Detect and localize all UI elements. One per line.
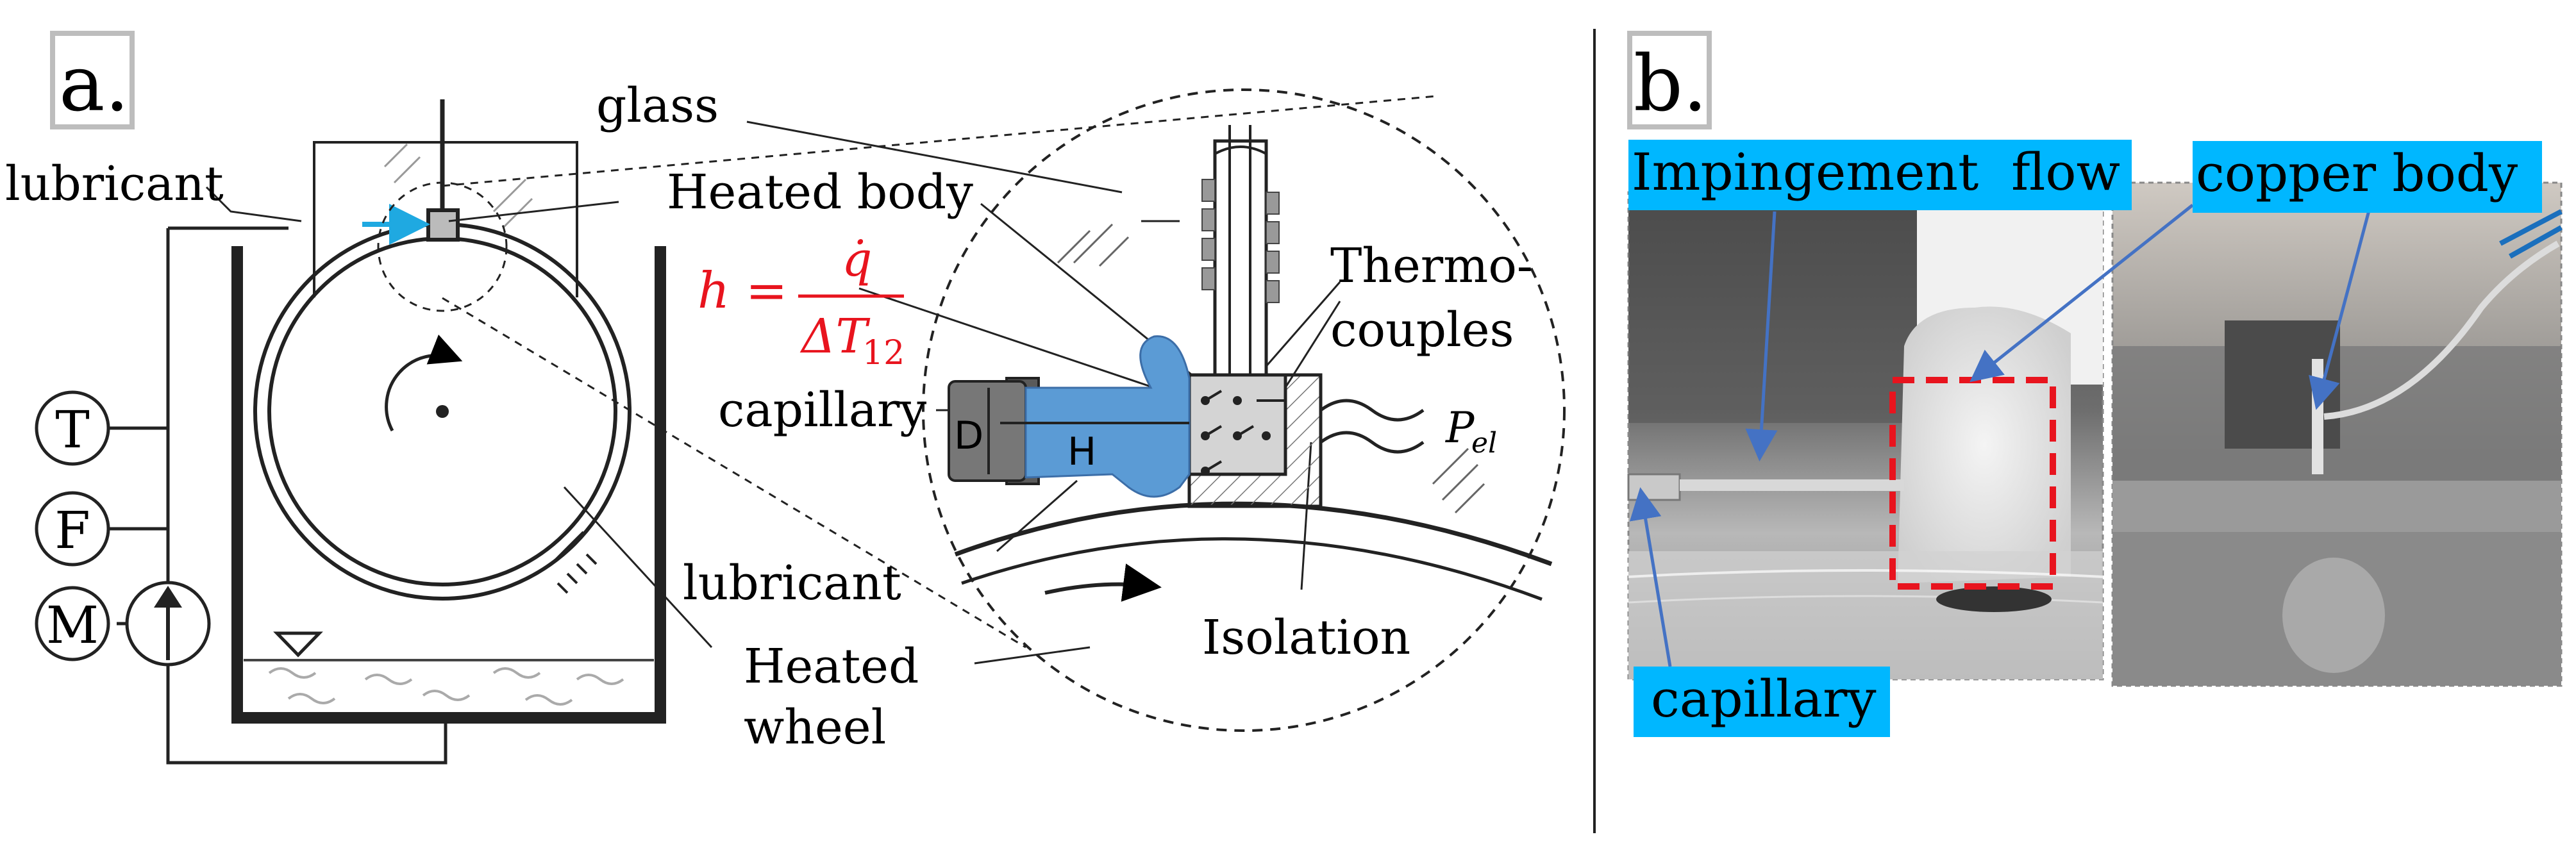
panel-a-label: a. <box>59 40 130 129</box>
panel-b-label: b. <box>1634 40 1707 129</box>
pump-icon <box>125 581 211 667</box>
svg-text:F: F <box>54 501 90 560</box>
svg-text:capillary: capillary <box>1651 669 1877 729</box>
svg-text:Impingement flow: Impingement flow <box>1632 142 2120 202</box>
heated-body-small <box>426 208 460 242</box>
capillary-detail <box>948 335 1191 498</box>
label-power: P el <box>1445 403 1497 460</box>
rotation-arrow-icon <box>385 335 463 432</box>
thermocouple-stack <box>1201 125 1280 380</box>
circuit <box>103 226 447 765</box>
label-capillary-a: capillary <box>718 383 926 438</box>
panel-b-label-box <box>1627 31 1712 129</box>
photo-impingement <box>1627 191 2104 681</box>
label-glass: glass <box>596 78 719 133</box>
svg-text:el: el <box>1471 427 1497 460</box>
label-dim-h: H <box>1067 429 1096 474</box>
label-capillary-b: capillary <box>1634 667 1890 737</box>
label-heated-2: wheel <box>744 700 886 755</box>
tank <box>231 246 666 724</box>
glass-enclosure <box>313 99 578 297</box>
panel-b: b. <box>1627 31 2563 737</box>
lubricant-jet <box>1025 335 1191 498</box>
detail-view <box>922 88 1566 732</box>
svg-text:P: P <box>1445 403 1475 452</box>
heated-wheel <box>253 222 631 601</box>
svg-text:M: M <box>46 595 99 655</box>
label-isolation: Isolation <box>1202 610 1410 665</box>
wheel-motion-arrow <box>1044 563 1162 602</box>
label-thermo-2: couples <box>1330 303 1514 358</box>
gauge-m: M <box>35 586 110 661</box>
free-surface-icon <box>273 631 323 658</box>
label-heated-body: Heated body <box>667 165 973 220</box>
power-wires <box>1319 399 1425 454</box>
gauge-f: F <box>35 491 110 567</box>
panel-a: a. T F M <box>5 31 1566 765</box>
heated-body-detail <box>1187 373 1323 508</box>
svg-text:T: T <box>55 400 89 460</box>
label-thermo-1: Thermo- <box>1330 238 1533 294</box>
formula-h: h = q̇ ΔT 12 <box>698 232 905 372</box>
gauge-t: T <box>35 390 110 466</box>
pointers-b <box>1629 198 2374 667</box>
svg-text:copper body: copper body <box>2196 144 2518 203</box>
svg-text:12: 12 <box>862 334 905 372</box>
label-heated-1: Heated <box>744 639 919 694</box>
detail-marker <box>377 181 508 312</box>
label-impingement-flow: Impingement flow <box>1628 140 2132 210</box>
label-lubricant-top: lubricant <box>5 156 224 212</box>
photo-copper-body <box>2111 181 2563 687</box>
label-dim-d: D <box>954 413 983 458</box>
svg-text:h =: h = <box>698 262 787 320</box>
svg-text:q̇: q̇ <box>842 232 872 287</box>
panel-a-label-box <box>50 31 135 129</box>
label-copper-body: copper body <box>2193 141 2542 213</box>
svg-text:ΔT: ΔT <box>799 309 870 364</box>
label-lubricant-bottom: lubricant <box>683 556 901 611</box>
